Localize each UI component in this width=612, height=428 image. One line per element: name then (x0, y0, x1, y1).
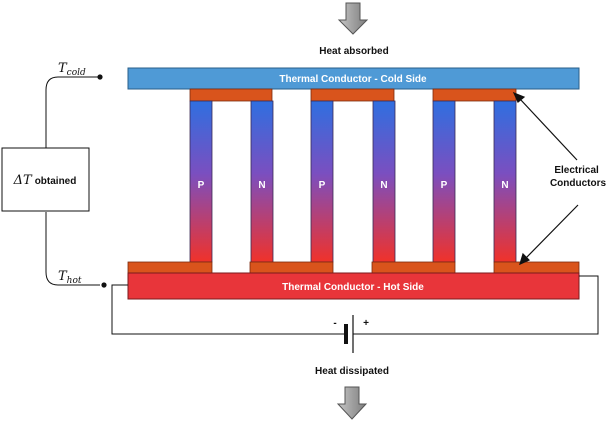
delta-t-box (1, 147, 90, 212)
bottom-conductor (127, 261, 213, 274)
heat-absorbed-label: Heat absorbed (319, 46, 388, 57)
top-conductor (310, 88, 395, 102)
leg-label: N (258, 180, 265, 191)
electrical-conductors-pointers (512, 91, 579, 266)
leg-label: P (319, 180, 326, 191)
battery-minus-label: - (333, 318, 336, 329)
battery-circuit (111, 275, 599, 335)
bottom-conductors (127, 261, 580, 274)
battery-plus-label: + (363, 318, 369, 329)
heat-absorbed-arrow (337, 2, 369, 35)
leg-label: P (441, 180, 448, 191)
temperature-circuit (45, 76, 100, 286)
bottom-conductor (371, 261, 456, 274)
top-conductor (432, 88, 517, 102)
electrical-conductors-label: Electrical Conductors (550, 165, 607, 189)
t-hot-label: Thot (58, 269, 82, 286)
bottom-conductor (493, 261, 580, 274)
t-hot-terminal (101, 282, 107, 288)
leg-label: N (380, 180, 387, 191)
hot-side-plate (127, 272, 580, 300)
cold-plate-label: Thermal Conductor - Cold Side (279, 74, 427, 85)
t-cold-label: Tcold (58, 61, 86, 78)
bottom-conductor (249, 261, 334, 274)
t-cold-terminal (97, 74, 103, 80)
heat-dissipated-label: Heat dissipated (315, 366, 389, 377)
leg-label: P (198, 180, 205, 191)
leg-label: N (501, 180, 508, 191)
top-conductor (189, 88, 273, 102)
top-conductors (189, 88, 517, 102)
hot-plate-label: Thermal Conductor - Hot Side (282, 282, 424, 293)
heat-dissipated-arrow (336, 386, 368, 420)
